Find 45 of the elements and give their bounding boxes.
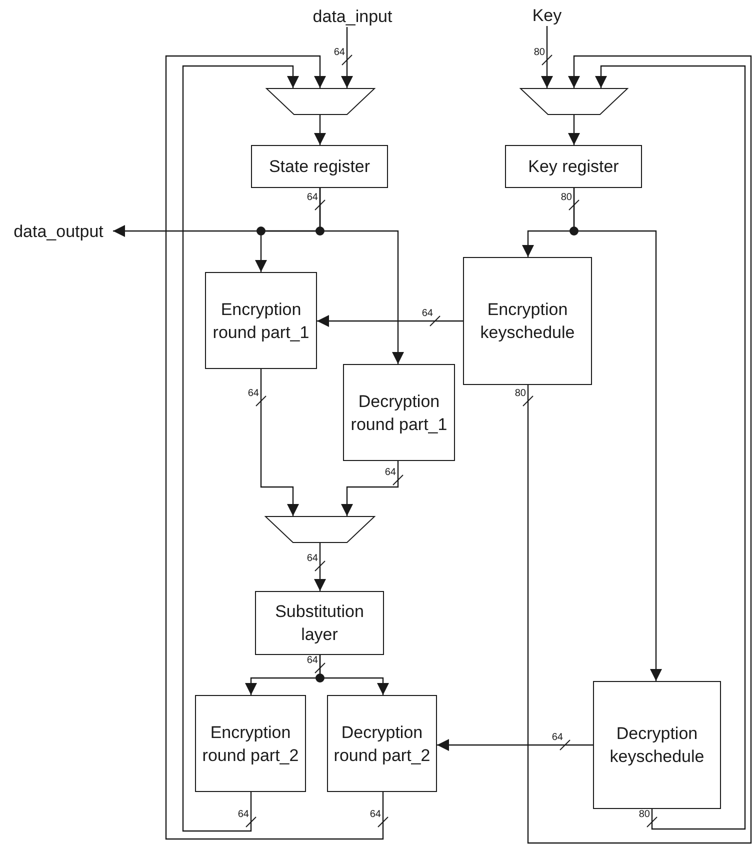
bus-width-label: 64 (238, 809, 249, 820)
signal-label: data_input (305, 5, 400, 27)
signal-label: Key (527, 4, 567, 26)
multiplexer-shape (520, 88, 628, 115)
multiplexer-shape (266, 88, 375, 115)
bus-width-label: 64 (384, 467, 396, 478)
arrow (573, 188, 662, 681)
arrow (314, 115, 326, 145)
bus-width-label: 64 (552, 732, 563, 743)
block-box: Key register (505, 145, 642, 188)
bus-width-label: 64 (334, 47, 345, 58)
block-box: State register (251, 145, 388, 188)
bus-width-label: 80 (534, 47, 545, 58)
arrow (595, 65, 746, 830)
signal-label: data_output (4, 220, 113, 242)
block-box: Encryption keyschedule (463, 257, 592, 385)
block-box: Encryption round part_2 (195, 695, 306, 792)
arrow (527, 55, 752, 844)
arrow (319, 655, 389, 695)
arrow (260, 369, 299, 516)
arrow (341, 27, 353, 88)
arrow (341, 461, 399, 516)
arrow (319, 188, 404, 364)
bus-width-label: 64 (248, 388, 259, 399)
arrow (182, 65, 299, 832)
bus-width-label: 80 (638, 809, 650, 820)
arrow (568, 115, 580, 145)
arrow (541, 26, 553, 88)
bus-width-label: 64 (306, 192, 318, 203)
arrow (314, 543, 326, 591)
block-box: Substitution layer (255, 591, 384, 655)
block-box: Encryption round part_1 (205, 272, 317, 369)
bus-width-label: 64 (370, 809, 381, 820)
block-box: Decryption round part_2 (327, 695, 437, 792)
bus-width-label: 64 (306, 553, 318, 564)
bus-width-label: 64 (422, 308, 433, 319)
multiplexer-shape (265, 516, 375, 543)
bus-width-label: 80 (560, 192, 572, 203)
arrow (317, 315, 463, 327)
block-box: Decryption round part_1 (343, 364, 455, 461)
bus-width-label: 80 (514, 388, 526, 399)
block-box: Decryption keyschedule (593, 681, 721, 809)
bus-width-label: 64 (306, 655, 318, 666)
arrow (165, 55, 384, 840)
arrow (437, 739, 593, 751)
